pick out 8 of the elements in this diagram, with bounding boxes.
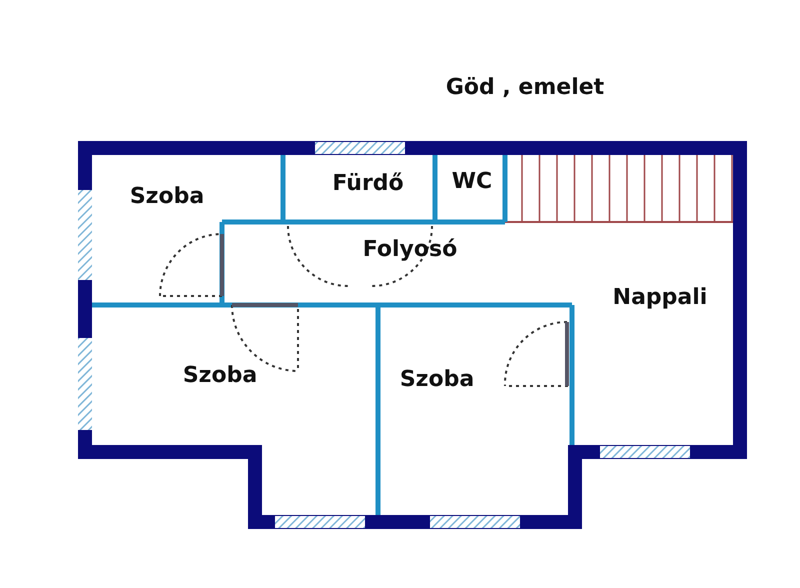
room-name: Szoba [400, 368, 474, 392]
room-name: Nappali [612, 286, 708, 310]
room-name: Szoba [182, 364, 258, 388]
room-name: Szoba [130, 184, 204, 210]
room-name: WC [452, 170, 492, 194]
room-name: Folyosó [362, 238, 458, 262]
plan-title: Göd , emelet [446, 76, 604, 100]
room-name: Fürdő [332, 172, 404, 196]
